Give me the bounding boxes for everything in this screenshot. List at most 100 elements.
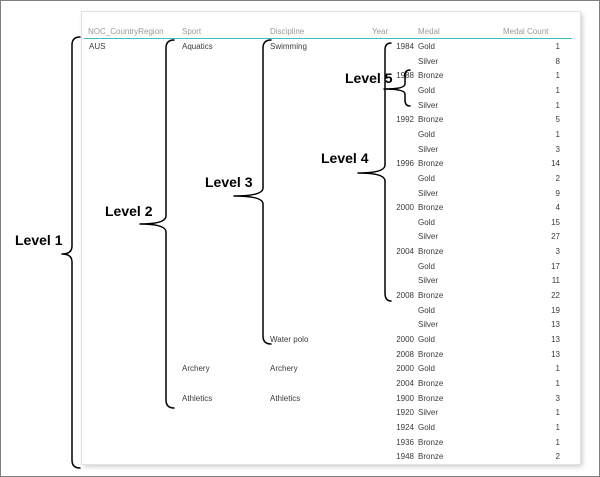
cell-medal-count: 1 xyxy=(555,100,560,110)
cell-medal-count: 27 xyxy=(551,232,560,242)
column-header-sport[interactable]: Sport xyxy=(182,27,202,36)
cell-medal: Gold xyxy=(418,217,435,227)
cell-sport: Aquatics xyxy=(182,42,213,51)
cell-medal-count: 1 xyxy=(555,422,560,432)
label-level-3: Level 3 xyxy=(205,174,253,190)
cell-medal-count: 13 xyxy=(551,320,560,330)
header-divider xyxy=(84,38,572,39)
cell-year: 2000 xyxy=(396,203,414,213)
cell-medal: Gold xyxy=(418,364,435,374)
cell-medal-count: 8 xyxy=(555,56,560,66)
cell-medal-count: 3 xyxy=(555,393,560,403)
cell-medal-count: 14 xyxy=(551,159,560,169)
cell-medal: Gold xyxy=(418,173,435,183)
label-level-4: Level 4 xyxy=(321,150,369,166)
column-header-year[interactable]: Year xyxy=(372,27,389,36)
bracket-level-5 xyxy=(383,69,411,107)
cell-medal: Silver xyxy=(418,188,439,198)
cell-medal-count: 17 xyxy=(551,261,560,271)
bracket-level-2 xyxy=(139,39,175,409)
cell-medal: Gold xyxy=(418,85,435,95)
cell-year: 1984 xyxy=(396,42,414,51)
cell-year: 1948 xyxy=(396,452,414,462)
cell-noc: AUS xyxy=(89,42,106,51)
cell-year: 1924 xyxy=(396,422,414,432)
cell-medal-count: 5 xyxy=(555,115,560,125)
cell-medal: Silver xyxy=(418,408,439,418)
cell-year: 2000 xyxy=(396,364,414,374)
bracket-level-4 xyxy=(357,42,392,302)
cell-medal: Bronze xyxy=(418,378,444,388)
cell-sport: Archery xyxy=(182,364,210,374)
cell-medal: Gold xyxy=(418,305,435,315)
cell-medal-count: 1 xyxy=(555,378,560,388)
column-header-discipline[interactable]: Discipline xyxy=(270,27,305,36)
label-level-1: Level 1 xyxy=(15,232,63,248)
cell-medal-count: 2 xyxy=(555,173,560,183)
cell-discipline: Archery xyxy=(270,364,298,374)
cell-year: 1900 xyxy=(396,393,414,403)
cell-medal: Gold xyxy=(418,261,435,271)
cell-medal: Bronze xyxy=(418,452,444,462)
cell-medal: Bronze xyxy=(418,437,444,447)
cell-medal: Bronze xyxy=(418,393,444,403)
cell-medal: Gold xyxy=(418,129,435,139)
cell-medal-count: 15 xyxy=(551,217,560,227)
cell-medal-count: 1 xyxy=(555,129,560,139)
cell-medal: Bronze xyxy=(418,159,444,169)
cell-medal-count: 1 xyxy=(555,71,560,81)
column-header-medal[interactable]: Medal xyxy=(418,27,440,36)
cell-year: 2004 xyxy=(396,247,414,257)
cell-medal: Bronze xyxy=(418,203,444,213)
cell-medal: Bronze xyxy=(418,71,444,81)
cell-medal: Gold xyxy=(418,42,435,51)
cell-discipline: Swimming xyxy=(270,42,307,51)
column-header-noc-countryregion[interactable]: NOC_CountryRegion xyxy=(88,27,164,36)
cell-medal: Gold xyxy=(418,422,435,432)
cell-medal-count: 3 xyxy=(555,247,560,257)
cell-medal: Bronze xyxy=(418,247,444,257)
cell-medal: Silver xyxy=(418,276,439,286)
cell-medal: Silver xyxy=(418,232,439,242)
cell-medal-count: 2 xyxy=(555,452,560,462)
cell-medal-count: 1 xyxy=(555,437,560,447)
cell-year: 1936 xyxy=(396,437,414,447)
cell-year: 2008 xyxy=(396,291,414,301)
cell-medal: Bronze xyxy=(418,115,444,125)
cell-medal-count: 19 xyxy=(551,305,560,315)
cell-medal: Bronze xyxy=(418,291,444,301)
cell-medal: Silver xyxy=(418,320,439,330)
cell-medal: Gold xyxy=(418,335,435,344)
cell-medal-count: 4 xyxy=(555,203,560,213)
cell-year: 1920 xyxy=(396,408,414,418)
bracket-level-3 xyxy=(233,39,272,345)
cell-medal-count: 13 xyxy=(551,349,560,359)
cell-year: 1992 xyxy=(396,115,414,125)
cell-medal-count: 1 xyxy=(555,364,560,374)
bracket-level-1 xyxy=(61,36,81,469)
cell-year: 2008 xyxy=(396,349,414,359)
cell-medal-count: 9 xyxy=(555,188,560,198)
cell-medal-count: 1 xyxy=(555,42,560,51)
cell-year: 2004 xyxy=(396,378,414,388)
column-header-medal-count[interactable]: Medal Count xyxy=(503,27,549,36)
cell-sport: Athletics xyxy=(182,393,213,403)
cell-medal-count: 1 xyxy=(555,408,560,418)
cell-medal: Bronze xyxy=(418,349,444,359)
matrix-visual[interactable] xyxy=(82,12,580,464)
cell-year: 1996 xyxy=(396,159,414,169)
cell-discipline: Athletics xyxy=(270,393,301,403)
cell-medal-count: 3 xyxy=(555,144,560,154)
cell-medal-count: 1 xyxy=(555,85,560,95)
label-level-5: Level 5 xyxy=(345,70,393,86)
cell-medal-count: 22 xyxy=(551,291,560,301)
cell-medal-count: 11 xyxy=(551,276,560,286)
label-level-2: Level 2 xyxy=(105,203,153,219)
cell-discipline: Water polo xyxy=(270,335,309,344)
cell-medal-count: 13 xyxy=(551,335,560,344)
cell-medal: Silver xyxy=(418,56,439,66)
cell-medal: Silver xyxy=(418,100,439,110)
cell-year: 2000 xyxy=(396,335,414,344)
cell-medal: Silver xyxy=(418,144,439,154)
